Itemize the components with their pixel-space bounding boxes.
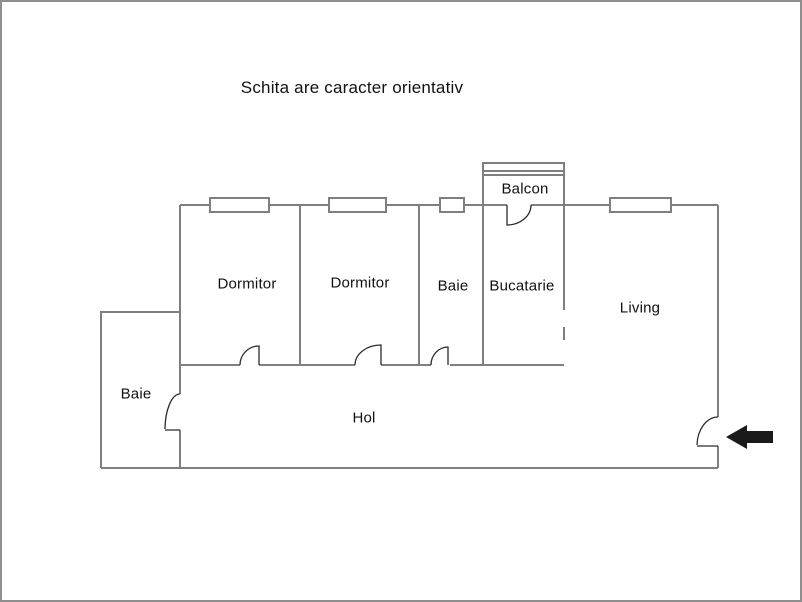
room-label-baie-left: Baie (120, 385, 152, 403)
window-dormitor-2 (328, 197, 387, 213)
door-arc-entrance (696, 416, 719, 447)
door-arc-dormitor-1 (239, 345, 260, 366)
door-arc-baie-top (430, 346, 449, 366)
room-label-bucatarie: Bucatarie (489, 277, 555, 295)
walls (100, 162, 719, 469)
entrance-arrow-icon (726, 425, 773, 449)
wall-interior-partitions (299, 205, 565, 365)
window-baie-top (439, 197, 465, 213)
room-label-dormitor-2: Dormitor (330, 274, 390, 292)
plan-title: Schita are caracter orientativ (240, 78, 464, 97)
door-arc-baie-left (164, 393, 181, 431)
wall-baie-annex (100, 311, 180, 468)
door-arc-balcony (506, 204, 532, 226)
door-arc-dormitor-2 (354, 344, 382, 366)
room-label-dormitor-1: Dormitor (217, 275, 277, 293)
windows (209, 197, 672, 213)
room-label-hol: Hol (352, 409, 376, 427)
room-label-balcon: Balcon (501, 180, 549, 198)
room-label-baie-top: Baie (437, 277, 469, 295)
window-dormitor-1 (209, 197, 270, 213)
doors (164, 204, 719, 447)
window-living (609, 197, 672, 213)
room-label-living: Living (619, 299, 661, 317)
wall-balcony (482, 162, 565, 205)
